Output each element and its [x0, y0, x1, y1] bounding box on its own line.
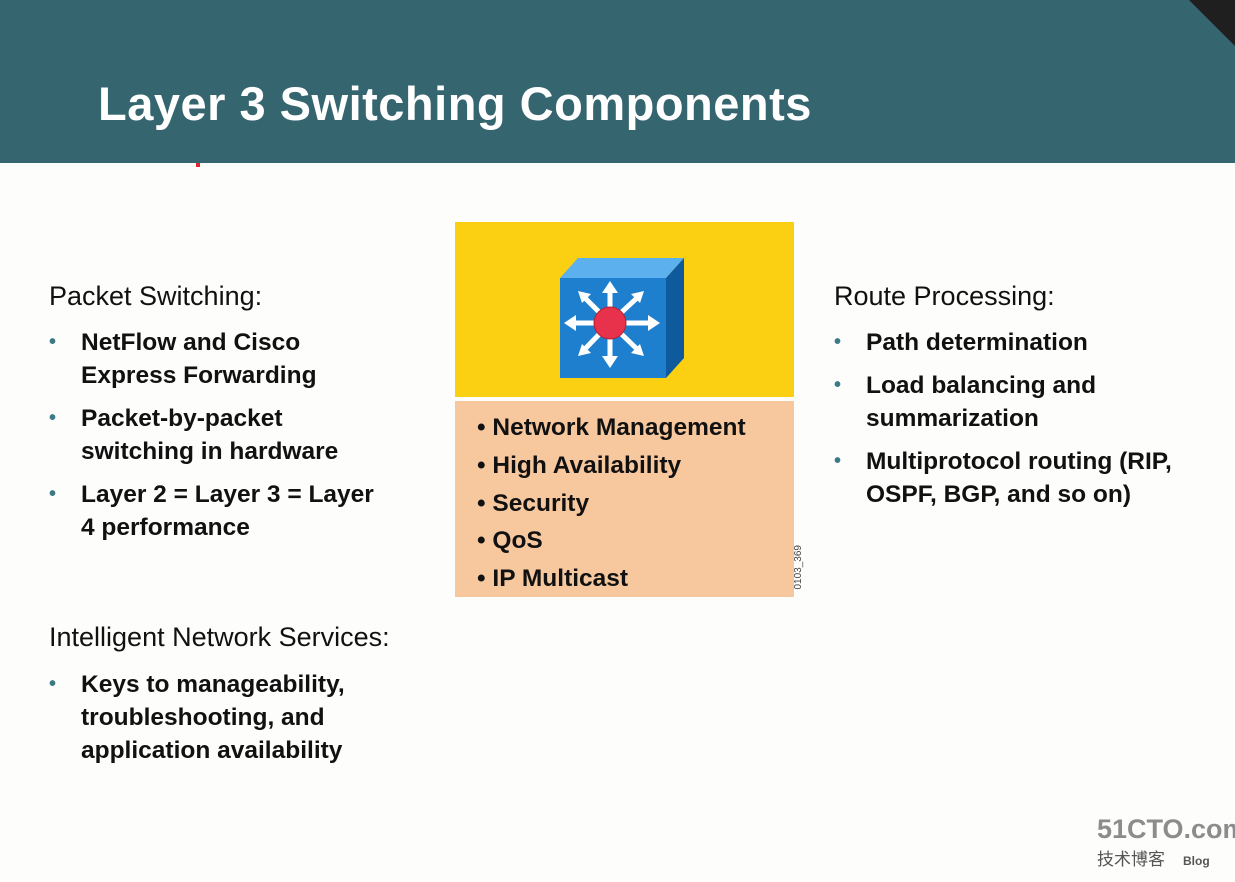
watermark: 51CTO.com 技术博客 Blog: [1097, 814, 1235, 870]
packet-switching-heading: Packet Switching:: [49, 281, 263, 311]
list-item: •Packet-by-packet switching in hardware: [49, 402, 389, 468]
bullet-icon: •: [49, 483, 57, 505]
title-banner: Layer 3 Switching Components: [0, 0, 1235, 163]
slide-title: Layer 3 Switching Components: [98, 77, 812, 130]
feature-item: • High Availability: [477, 451, 682, 479]
bullet-icon: •: [49, 407, 57, 429]
intelligent-services-list: •Keys to manageability, troubleshooting,…: [49, 668, 409, 777]
list-item: •NetFlow and Cisco Express Forwarding: [49, 326, 389, 392]
features-list: • Network Management • High Availability…: [477, 409, 746, 598]
bullet-icon: •: [834, 331, 842, 353]
list-item: •Layer 2 = Layer 3 = Layer 4 performance: [49, 478, 389, 544]
bullet-icon: •: [49, 673, 57, 695]
bullet-icon: •: [49, 331, 57, 353]
figure-code: 0103_369: [793, 545, 804, 590]
red-marker: [196, 163, 200, 167]
list-item: •Load balancing and summarization: [834, 369, 1174, 435]
route-processing-heading: Route Processing:: [834, 281, 1055, 311]
packet-switching-list: •NetFlow and Cisco Express Forwarding •P…: [49, 326, 389, 554]
list-item: •Path determination: [834, 326, 1174, 359]
list-item: •Multiprotocol routing (RIP, OSPF, BGP, …: [834, 445, 1174, 511]
feature-item: • IP Multicast: [477, 565, 629, 593]
intelligent-services-heading: Intelligent Network Services:: [49, 622, 390, 652]
watermark-blog: Blog: [1183, 854, 1210, 868]
banner-corner: [1189, 0, 1235, 46]
feature-item: • Network Management: [477, 414, 746, 441]
list-item: •Keys to manageability, troubleshooting,…: [49, 668, 409, 767]
route-processing-list: •Path determination •Load balancing and …: [834, 326, 1174, 521]
feature-item: • Security: [477, 489, 590, 517]
multilayer-switch-icon: [560, 258, 684, 378]
features-panel: • Network Management • High Availability…: [455, 401, 794, 597]
bullet-icon: •: [834, 374, 842, 396]
bullet-icon: •: [834, 450, 842, 472]
watermark-logo: 51CTO.com: [1097, 814, 1235, 844]
watermark-subtitle: 技术博客: [1097, 850, 1165, 869]
feature-item: • QoS: [477, 527, 543, 555]
